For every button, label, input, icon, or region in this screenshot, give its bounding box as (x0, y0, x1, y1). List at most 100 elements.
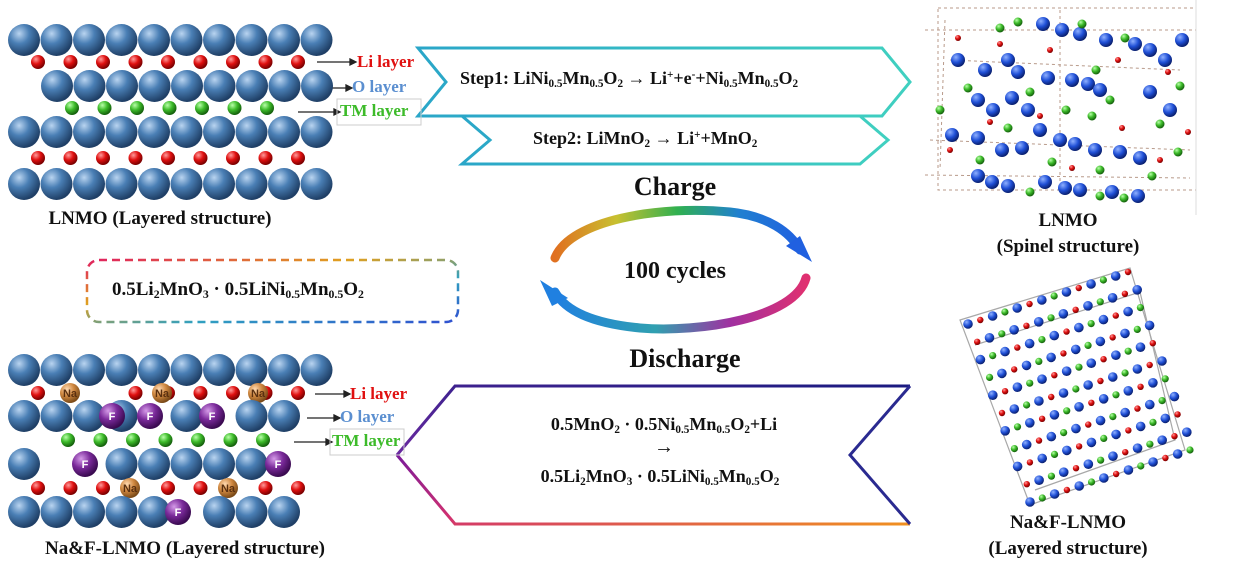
spinel-mn-atom (986, 103, 1000, 117)
li-atom (193, 151, 208, 165)
f-atom (265, 451, 291, 477)
spinel-li-atom (987, 119, 993, 125)
layered-o-atom (1037, 374, 1047, 385)
oxygen-atom (203, 116, 235, 148)
layered-tm-atom (1035, 357, 1043, 365)
layered-o-atom (1086, 437, 1097, 448)
li-atom (96, 151, 110, 165)
layered-li-atom (1097, 377, 1104, 385)
na-atom (60, 383, 80, 403)
layered-li-atom (1026, 459, 1034, 466)
oxygen-atom (268, 70, 301, 102)
spinel-ni-atom (1047, 157, 1057, 167)
layered-li-atom (1109, 334, 1116, 341)
layered-tm-atom (1097, 456, 1105, 464)
layered-o-atom (1095, 336, 1106, 347)
spinel-ni-atom (1175, 81, 1185, 91)
layered-o-atom (1123, 306, 1133, 317)
spinel-li-atom (1157, 157, 1163, 163)
na-atom (152, 383, 172, 403)
spinel-ni-atom (975, 155, 985, 165)
oxygen-atom (300, 116, 333, 148)
layered-li-atom (1060, 350, 1067, 357)
oxygen-atom (105, 354, 138, 386)
layered-o-atom (1034, 396, 1044, 406)
spinel-mn-atom (1158, 53, 1172, 67)
spinel-mn-atom (1053, 133, 1067, 147)
li-atom (31, 151, 45, 165)
na-atom (248, 383, 268, 403)
layered-tm-atom (1137, 462, 1145, 470)
layered-li-atom (1035, 437, 1043, 444)
layered-o-atom (1169, 391, 1180, 402)
oxygen-atom (300, 354, 333, 386)
spinel-mn-atom (1131, 189, 1145, 203)
oxygen-atom (235, 400, 268, 432)
layered-li-atom (1100, 356, 1107, 363)
oxygen-atom (73, 496, 105, 528)
oxygen-atom (105, 168, 138, 200)
layered-cell-frame (959, 267, 1186, 506)
layered-tm-atom (1149, 418, 1157, 426)
discharge-reaction-line2: 0.5Li2MnO3 · 0.5LiNi0.5Mn0.5O2 (540, 466, 780, 488)
layered-o-atom (1132, 443, 1143, 454)
layered-o-atom (1074, 481, 1085, 491)
spinel-mn-atom (1175, 33, 1189, 47)
layered-o-atom (1108, 451, 1118, 462)
charge-cycle-arrow (550, 205, 805, 263)
layered-o-atom (1086, 279, 1096, 289)
li-atom (193, 481, 208, 495)
layered-o-atom (1061, 366, 1072, 377)
layered-tm-atom (1158, 397, 1166, 405)
layered-li-atom (1124, 268, 1132, 276)
spinel-mn-atom (978, 63, 992, 77)
layered-o-atom (1099, 473, 1109, 483)
naf-layered-caption-structure: (Layered structure) (988, 538, 1148, 559)
spinel-mn-atom (1011, 65, 1025, 79)
spinel-ni-atom (995, 23, 1005, 33)
layered-o-atom (1135, 421, 1146, 432)
spinel-mn-atom (985, 175, 999, 189)
li-atom (161, 481, 175, 495)
layered-li-atom (1038, 415, 1046, 422)
formula-box-text: 0.5Li2MnO3 · 0.5LiNi0.5Mn0.5O2 (112, 279, 364, 301)
tm-atom (195, 101, 209, 115)
layered-li-atom (1023, 481, 1030, 488)
oxygen-atom (73, 70, 106, 102)
spinel-ni-atom (1077, 19, 1087, 29)
layered-tm-atom (1096, 298, 1104, 306)
discharge-arrow-shape (397, 386, 910, 524)
oxygen-atom (300, 24, 333, 56)
layered-o-atom (1095, 415, 1106, 426)
layered-li-atom (1112, 312, 1119, 319)
layered-tm-atom (1001, 308, 1009, 316)
spinel-mn-atom (1099, 33, 1113, 47)
oxygen-atom (105, 496, 138, 528)
layered-tm-atom (1072, 385, 1080, 393)
layered-o-atom (963, 319, 973, 329)
li-atom (63, 55, 78, 69)
f-atom-label: F (109, 411, 116, 423)
oxygen-atom (40, 400, 73, 432)
oxygen-atom (73, 400, 105, 432)
spinel-ni-atom (1119, 193, 1129, 203)
oxygen-atom (138, 496, 170, 528)
oxygen-atom (138, 24, 170, 56)
li-atom (291, 386, 305, 400)
spinel-mn-atom (971, 93, 985, 107)
li-atom (63, 481, 78, 495)
layered-o-atom (1024, 338, 1035, 349)
tm-atom (256, 433, 270, 447)
na-atom-label: Na (63, 388, 78, 400)
li-atom (291, 481, 305, 495)
li-atom (226, 386, 240, 400)
spinel-ni-atom (1173, 147, 1183, 157)
layered-o-atom (1009, 404, 1020, 414)
layered-tm-atom (1087, 320, 1095, 328)
spinel-mn-atom (1143, 85, 1157, 99)
spinel-mn-atom (1055, 23, 1069, 37)
layered-tm-atom (1124, 347, 1132, 355)
spinel-ni-atom (1091, 65, 1101, 75)
tm-atom (126, 433, 140, 447)
